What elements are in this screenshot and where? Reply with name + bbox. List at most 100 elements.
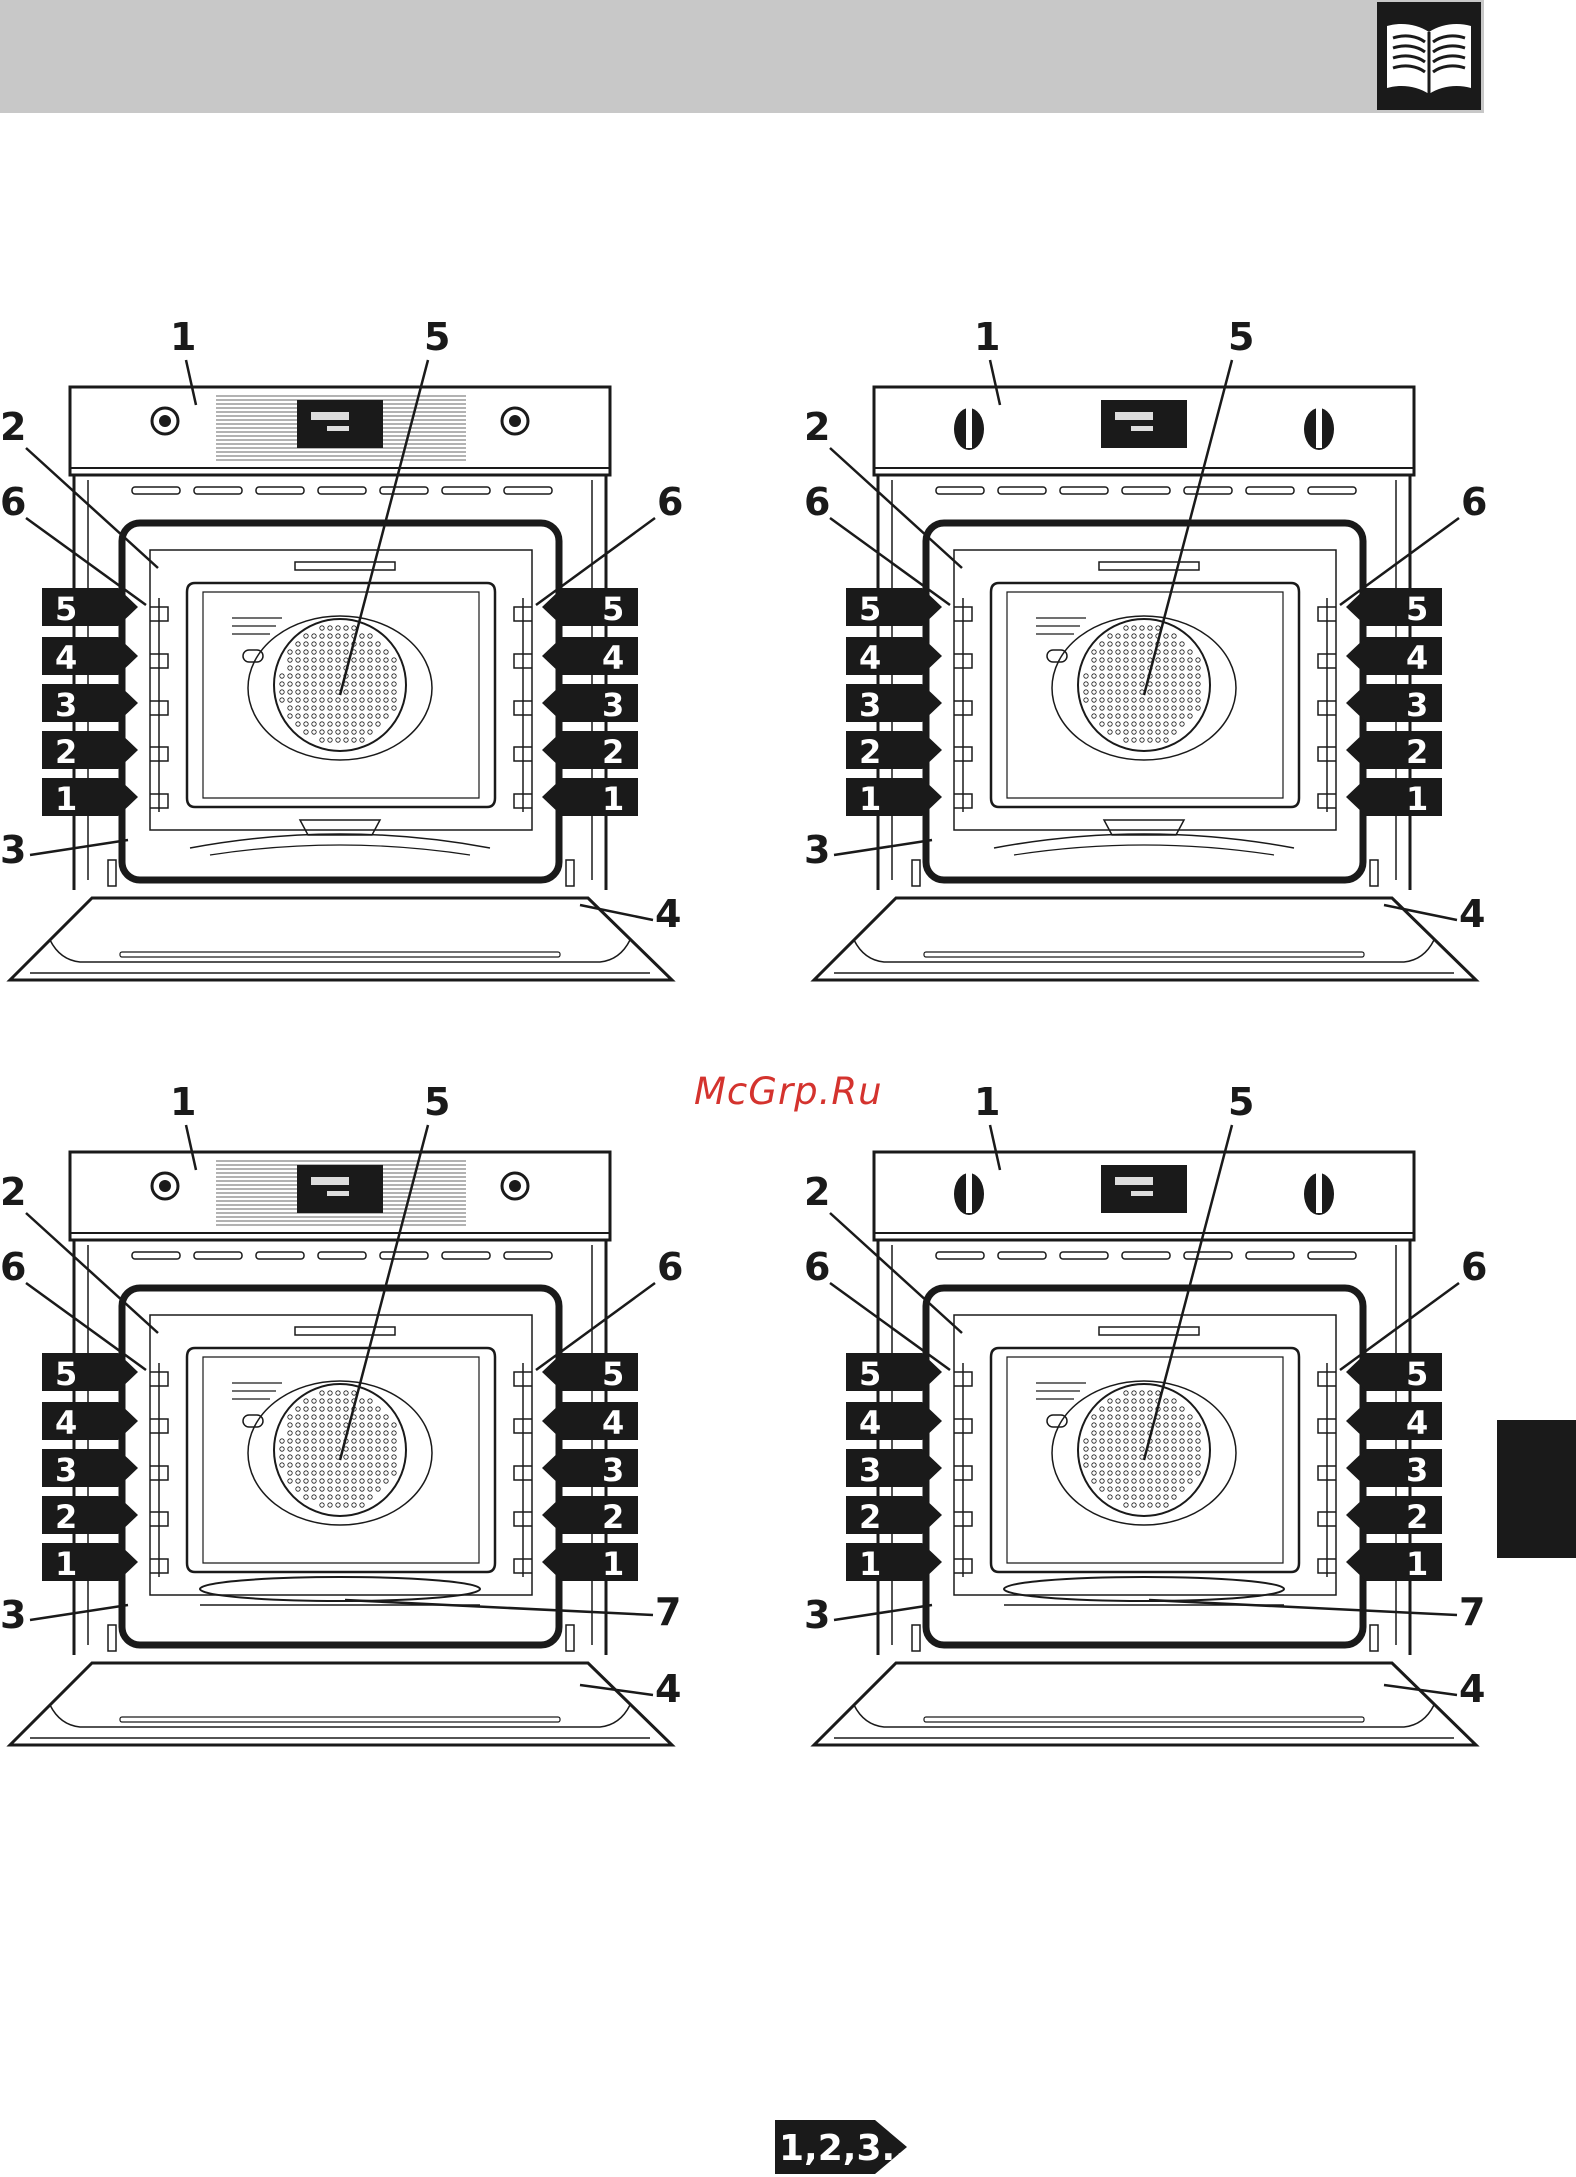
callout-number: 4 (1459, 1667, 1485, 1711)
shelf-number-left: 4 (55, 1404, 77, 1442)
header-bar (0, 0, 1484, 113)
shelf-number-right: 4 (602, 1404, 624, 1442)
shelf-number-left: 2 (859, 1498, 881, 1536)
shelf-number-right: 2 (1406, 733, 1428, 771)
shelf-number-right: 1 (602, 780, 624, 818)
right-knob-icon (502, 408, 528, 434)
left-shelf-rack (150, 1363, 168, 1577)
control-panel (874, 387, 1414, 475)
callout-number: 7 (655, 1590, 681, 1634)
shelf-number-right: 4 (1406, 1404, 1428, 1442)
shelf-number-right: 4 (602, 639, 624, 677)
callout-c5: 5 (1144, 1080, 1254, 1460)
callout-number: 4 (655, 892, 681, 936)
shelf-number-right: 1 (1406, 780, 1428, 818)
right-knob-icon (1304, 408, 1334, 450)
display-screen (1101, 400, 1187, 448)
left-shelf-rack (150, 598, 168, 812)
vent-slots (936, 1252, 1356, 1259)
right-shelf-rack (1318, 1363, 1336, 1577)
shelf-number-left: 3 (859, 686, 881, 724)
oven-diagram-top-left: 55443322111526634 (0, 300, 680, 1020)
callout-number: 6 (657, 1245, 683, 1289)
left-shelf-rack (954, 598, 972, 812)
control-panel (874, 1152, 1414, 1240)
shelf-number-left: 1 (859, 780, 881, 818)
shelf-number-right: 2 (1406, 1498, 1428, 1536)
left-knob-icon (152, 1173, 178, 1199)
shelf-number-right: 2 (602, 733, 624, 771)
callout-number: 6 (0, 480, 26, 524)
callout-number: 1 (170, 315, 196, 359)
callout-number: 2 (0, 405, 26, 449)
callout-number: 3 (804, 1593, 830, 1637)
oven-door (814, 1663, 1476, 1745)
page-badge-text: 1,2,3... (779, 2128, 907, 2169)
callout-number: 6 (1461, 1245, 1487, 1289)
callout-number: 6 (804, 1245, 830, 1289)
lower-element (1004, 1577, 1284, 1601)
left-knob-icon (954, 1173, 984, 1215)
shelf-number-left: 2 (55, 733, 77, 771)
shelf-number-right: 5 (1406, 590, 1428, 628)
callout-number: 5 (1228, 1080, 1254, 1124)
callout-number: 1 (974, 315, 1000, 359)
fan-cover (248, 1381, 432, 1525)
shelf-number-left: 5 (859, 1355, 881, 1393)
shelf-number-right: 2 (602, 1498, 624, 1536)
shelf-number-left: 3 (859, 1451, 881, 1489)
callout-c5: 5 (1144, 315, 1254, 695)
fan-cover (1052, 616, 1236, 760)
callout-number: 2 (804, 1170, 830, 1214)
display-screen (297, 400, 383, 448)
shelf-number-right: 3 (602, 1451, 624, 1489)
callout-c7: 7 (1149, 1590, 1485, 1634)
callout-number: 3 (0, 1593, 26, 1637)
vent-slots (132, 1252, 552, 1259)
right-shelf-rack (1318, 598, 1336, 812)
page-badge: 1,2,3... (775, 2120, 907, 2174)
callout-c3: 3 (0, 1593, 128, 1637)
vent-slots (936, 487, 1356, 494)
shelf-number-right: 1 (602, 1545, 624, 1583)
callout-c3: 3 (0, 828, 128, 872)
callout-number: 1 (974, 1080, 1000, 1124)
callout-number: 6 (804, 480, 830, 524)
callout-number: 6 (657, 480, 683, 524)
callout-c5: 5 (340, 1080, 450, 1460)
callout-number: 6 (1461, 480, 1487, 524)
shelf-number-left: 2 (859, 733, 881, 771)
left-knob-icon (152, 408, 178, 434)
callout-number: 6 (0, 1245, 26, 1289)
shelf-number-left: 4 (55, 639, 77, 677)
shelf-number-left: 2 (55, 1498, 77, 1536)
right-knob-icon (1304, 1173, 1334, 1215)
lower-element (200, 1577, 480, 1601)
section-tab (1497, 1420, 1576, 1558)
left-shelf-rack (954, 1363, 972, 1577)
callout-number: 3 (0, 828, 26, 872)
shelf-number-left: 3 (55, 1451, 77, 1489)
right-shelf-rack (514, 598, 532, 812)
shelf-number-left: 1 (55, 1545, 77, 1583)
shelf-number-left: 4 (859, 639, 881, 677)
callout-number: 7 (1459, 1590, 1485, 1634)
display-screen (297, 1165, 383, 1213)
control-panel (70, 1152, 610, 1240)
right-knob-icon (502, 1173, 528, 1199)
shelf-number-right: 5 (1406, 1355, 1428, 1393)
callout-number: 4 (655, 1667, 681, 1711)
fan-cover (248, 616, 432, 760)
oven-diagram-svg: 55443322111526634 (804, 300, 1484, 1020)
shelf-number-right: 4 (1406, 639, 1428, 677)
callout-number: 2 (804, 405, 830, 449)
shelf-number-right: 5 (602, 590, 624, 628)
right-shelf-rack (514, 1363, 532, 1577)
callout-number: 1 (170, 1080, 196, 1124)
shelf-number-left: 5 (55, 590, 77, 628)
fan-cover (1052, 1381, 1236, 1525)
